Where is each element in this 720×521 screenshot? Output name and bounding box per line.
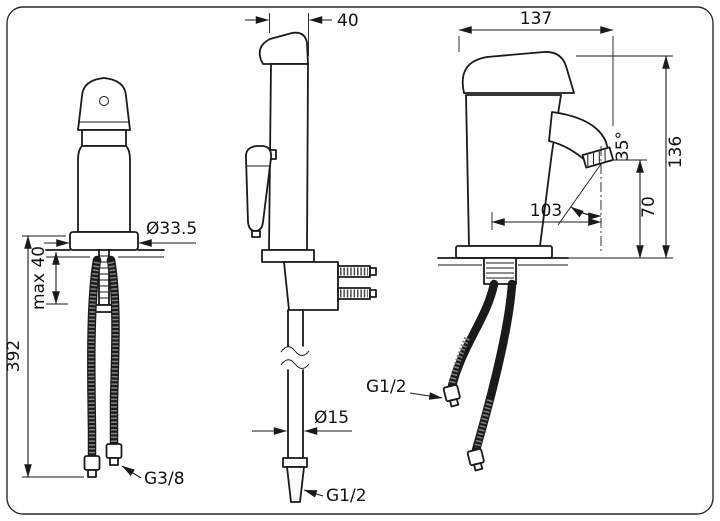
label-connection-thread: G1/2 [366,377,443,400]
dim-total-height: 136 [560,55,686,259]
handle-front [77,77,131,131]
side-view: 137 136 70 103 35° [366,9,686,472]
dim-spray-angle-label: 35° [613,131,633,161]
flex-hose-short-connector [442,384,461,408]
shank-thread-ticks [486,262,514,279]
hose-nut [282,457,308,468]
faucet-body-side-right [465,94,562,247]
dim-hose-length: 392 [4,235,84,478]
dim-max-thickness-label: max 40 [29,246,49,310]
mounting-nut [94,304,114,313]
base-flange-middle [261,249,315,263]
dim-hose-diameter-label: Ø15 [314,408,349,428]
dim-body-depth-label: 40 [337,11,359,31]
side-view-handshower: 40 Ø15 G1/2 [245,11,377,506]
aerator [581,146,615,169]
dim-spout-height-label: 70 [639,196,659,218]
faucet-body-front [77,145,131,233]
shower-body [245,145,272,232]
dim-base-diameter: Ø33.5 [44,219,197,247]
base-flange-right [455,245,553,259]
cartridge-neck [81,129,127,147]
dim-spray-angle: 35° [557,131,633,226]
shower-tip [251,230,261,238]
hose-cone-fitting [286,466,305,503]
flex-hose-short [447,279,499,391]
handle-screw [99,96,109,106]
thread-ticks [99,255,109,299]
label-supply-thread: G3/8 [121,465,185,489]
supply-hose-left-braid [88,261,100,454]
drawing-border [6,6,714,515]
dim-spout-reach-label: 103 [530,201,562,221]
dim-hose-length-label: 392 [4,340,24,372]
supply-hose-right [106,255,120,449]
mounting-block [283,261,339,311]
supply-stub-upper [337,265,377,278]
dim-body-depth: 40 [245,11,359,56]
handle-side-middle [258,31,309,65]
hand-shower [245,145,277,238]
flex-hose-long-braid [474,399,493,449]
dim-total-depth: 137 [458,9,614,126]
dim-base-diameter-label: Ø33.5 [146,219,197,239]
flex-hose-long-connector [466,448,485,472]
label-handshower-thread-text: G1/2 [326,486,367,506]
supply-hose-right-braid [108,261,119,442]
dim-spout-height: 70 [612,159,659,259]
shower-hose [280,309,310,503]
dim-spout-reach: 103 [491,146,602,252]
label-handshower-thread: G1/2 [303,486,367,506]
threaded-shank [483,257,517,285]
hose-connector-right [105,443,123,466]
handle-side-right [461,51,575,94]
label-connection-thread-text: G1/2 [366,377,407,397]
dim-total-height-label: 136 [666,136,686,168]
dim-total-depth-label: 137 [520,9,552,29]
flex-hose-short-braid [449,336,470,385]
front-view: Ø33.5 max 40 392 G3/8 [4,77,197,489]
hose-break-symbol [280,346,310,369]
dim-max-mounting-thickness: max 40 [29,246,68,310]
hose-connector-left [83,455,101,478]
dim-hose-diameter: Ø15 [252,408,352,435]
base-flange-front [69,231,139,251]
label-supply-thread-text: G3/8 [144,469,185,489]
supply-stub-lower [337,287,377,300]
